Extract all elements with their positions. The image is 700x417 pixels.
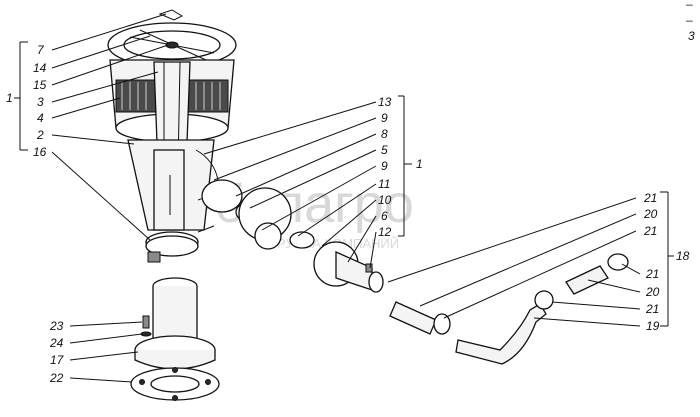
label-5: 5 bbox=[381, 143, 388, 157]
hose-20a bbox=[389, 301, 437, 335]
bracket-left bbox=[14, 41, 28, 151]
label-21b: 21 bbox=[643, 224, 657, 238]
label-22: 22 bbox=[49, 371, 64, 385]
label-21d: 21 bbox=[645, 302, 659, 316]
pipe-19 bbox=[455, 303, 547, 365]
label-3: 3 bbox=[37, 95, 44, 109]
label-10: 10 bbox=[378, 193, 392, 207]
label-12: 12 bbox=[378, 225, 392, 239]
inner-pipe bbox=[153, 149, 185, 231]
label-4: 4 bbox=[37, 111, 44, 125]
bracket-18 bbox=[660, 191, 674, 327]
clamp-21b bbox=[534, 290, 554, 310]
label-19: 19 bbox=[646, 319, 660, 333]
bracket-right bbox=[398, 95, 412, 237]
label-8: 8 bbox=[381, 127, 388, 141]
label-21c: 21 bbox=[645, 267, 659, 281]
label-14: 14 bbox=[33, 61, 47, 75]
gasket-9a bbox=[201, 179, 243, 213]
gasket-9b bbox=[254, 222, 282, 250]
label-20a: 20 bbox=[643, 207, 658, 221]
label-9b: 9 bbox=[381, 159, 388, 173]
label-1-right: 1 bbox=[416, 157, 423, 171]
label-2: 2 bbox=[36, 128, 44, 142]
screw-12 bbox=[365, 263, 373, 273]
label-11: 11 bbox=[378, 177, 390, 191]
lid-clip bbox=[158, 9, 184, 21]
clamp-12 bbox=[368, 271, 384, 293]
clamp-bolt bbox=[147, 251, 161, 263]
label-7: 7 bbox=[37, 43, 45, 57]
outlet-fittings bbox=[201, 179, 384, 293]
leader-lines bbox=[51, 13, 641, 383]
washer-24 bbox=[140, 331, 152, 337]
label-9a: 9 bbox=[381, 111, 388, 125]
label-23: 23 bbox=[49, 319, 64, 333]
label-6: 6 bbox=[381, 209, 388, 223]
label-24: 24 bbox=[49, 336, 64, 350]
label-13: 13 bbox=[378, 95, 392, 109]
label-1-left: 1 bbox=[6, 91, 13, 105]
corner-mark: 3 bbox=[688, 29, 695, 43]
label-18: 18 bbox=[676, 249, 690, 263]
wing-nut bbox=[165, 41, 179, 49]
clamp-11 bbox=[289, 231, 315, 249]
label-16: 16 bbox=[33, 145, 47, 159]
label-21a: 21 bbox=[643, 191, 657, 205]
hose-20b bbox=[565, 265, 609, 295]
bolt-23 bbox=[142, 315, 150, 329]
label-15: 15 bbox=[33, 78, 47, 92]
intake-pipe-assembly bbox=[130, 277, 220, 401]
clamp-21c bbox=[607, 253, 629, 271]
corner-mark: – bbox=[685, 13, 693, 27]
clamp-21a bbox=[433, 313, 451, 335]
label-20b: 20 bbox=[645, 285, 660, 299]
callout-labels: 1 7 14 15 3 4 2 16 13 9 8 5 9 11 10 6 12… bbox=[6, 43, 690, 385]
hose-assembly-18 bbox=[389, 253, 629, 365]
label-17: 17 bbox=[50, 353, 65, 367]
corner-mark: – bbox=[685, 0, 693, 11]
